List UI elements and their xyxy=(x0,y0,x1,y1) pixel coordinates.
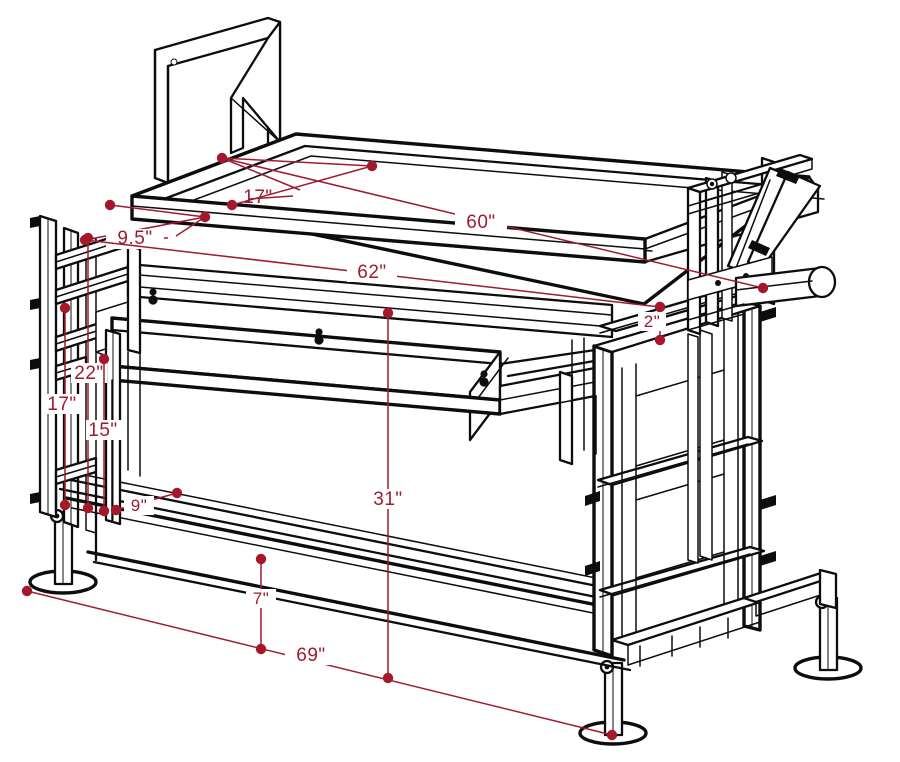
dimension-label-9p5: 9.5" xyxy=(117,228,152,249)
leveling-foot-front-right xyxy=(578,659,648,746)
dimension-9: 9" xyxy=(110,487,183,516)
leveling-feet-group xyxy=(28,508,863,746)
dimension-label-69: 69" xyxy=(296,645,325,666)
dimension-31: 31" xyxy=(369,307,407,684)
dimension-7: 7" xyxy=(246,553,276,655)
dimension-69: 69" xyxy=(21,585,618,741)
dimension-label-62: 62" xyxy=(357,262,386,283)
dimension-label-2: 2" xyxy=(644,312,661,331)
dimension-17-left: 17" xyxy=(45,302,81,511)
dimension-label-31: 31" xyxy=(373,489,402,510)
keyhole-fastener xyxy=(148,288,158,305)
dimension-60: 60" xyxy=(221,157,769,294)
keyhole-fastener xyxy=(479,370,489,387)
upper-back-splash-panel xyxy=(153,16,282,185)
dimension-label-22: 22" xyxy=(74,363,103,384)
dimension-17-top: 17" xyxy=(216,152,378,211)
dimension-label-15: 15" xyxy=(88,420,117,441)
dimension-label-7: 7" xyxy=(253,589,270,608)
dimension-22: 22" xyxy=(71,232,107,514)
frame-detail-lines xyxy=(111,337,597,521)
dimension-label-9: 9" xyxy=(131,496,148,515)
roller-shaft xyxy=(734,265,837,308)
dimension-15: 15" xyxy=(86,353,122,517)
lower-shelf xyxy=(54,456,632,672)
right-end-frame xyxy=(585,280,838,667)
keyhole-fastener xyxy=(314,328,324,345)
dimension-9p5: 9.5" xyxy=(79,199,211,249)
dimension-label-60: 60" xyxy=(466,212,495,233)
dimension-label-17-top: 17" xyxy=(243,187,272,208)
dimension-label-17-left: 17" xyxy=(47,394,76,415)
dimension-2: 2" xyxy=(638,301,666,346)
front-rail-assembly xyxy=(110,262,614,442)
